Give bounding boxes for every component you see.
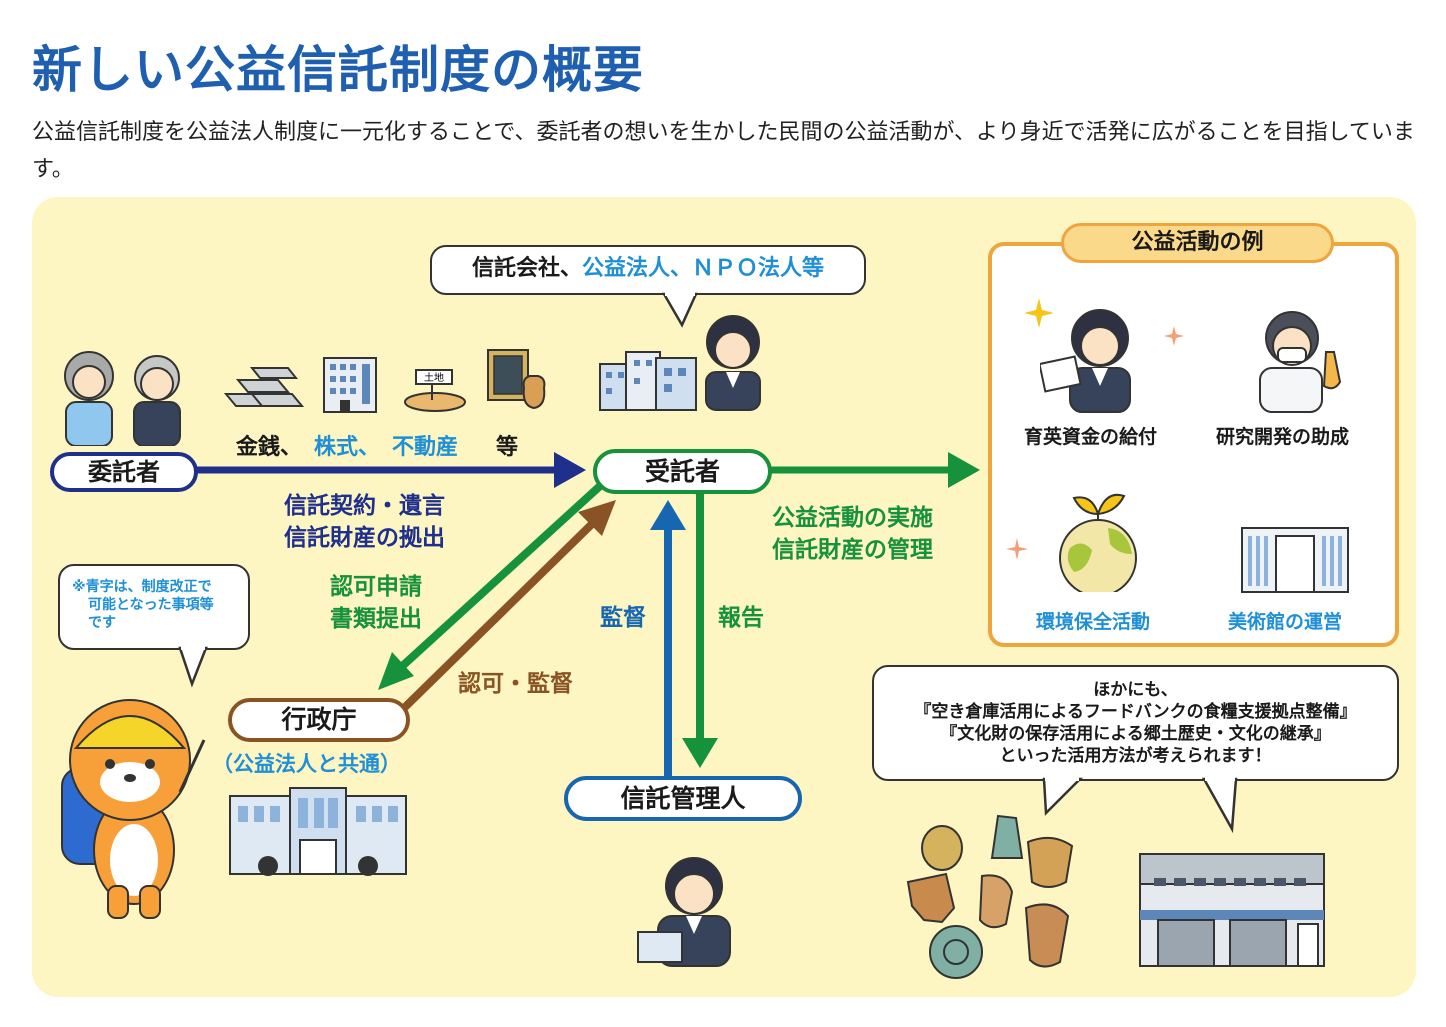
supervise-label: 監督 — [600, 605, 646, 631]
other-line-2: 『空き倉庫活用によるフードバンクの食糧支援拠点整備』 — [914, 702, 1357, 722]
other-line-1: ほかにも、 — [1093, 680, 1178, 700]
agency-node: 行政庁 — [228, 698, 410, 742]
trustee-bubble-part3: ＮＰＯ法人等 — [692, 256, 825, 281]
note-bubble: ※青字は、制度改正で 可能となった事項等 です — [58, 564, 250, 650]
trustee-bubble-part2: 公益法人、 — [581, 256, 692, 281]
globe-sprout-icon — [1059, 493, 1137, 592]
approve-label: 認可・監督 — [458, 671, 573, 697]
asset-realestate: 不動産 — [392, 435, 459, 460]
sparkle-pink-icon — [1006, 538, 1028, 560]
apply-label-2: 書類提出 — [330, 606, 422, 632]
note-bubble-tail — [178, 646, 208, 688]
elderly-couple-illustration — [64, 351, 181, 446]
agency-note: （公益法人と共通） — [212, 752, 401, 776]
example-scholarship: 育英資金の給付 — [1024, 426, 1158, 448]
apply-arrow — [378, 483, 603, 690]
report-label: 報告 — [718, 605, 764, 631]
contract-arrow — [196, 452, 586, 488]
contract-label-1: 信託契約・遺言 — [284, 493, 445, 519]
trustee-node: 受託者 — [593, 449, 772, 494]
sparkle-icon — [1024, 298, 1054, 328]
contract-label-2: 信託財産の拠出 — [284, 525, 445, 551]
other-line-4: といった活用方法が考えられます！ — [999, 746, 1272, 766]
tiger-mascot-illustration — [61, 699, 206, 919]
lead-text: 公益信託制度を公益法人制度に一元化することで、委託者の想いを生かした民間の公益活… — [32, 120, 1415, 182]
land-icon: 土地 — [404, 369, 466, 412]
approve-arrow — [399, 500, 616, 713]
museum-icon — [1241, 527, 1349, 593]
other-bubble-tail-right — [1201, 777, 1238, 833]
supervise-arrow — [650, 500, 686, 780]
report-arrow — [682, 492, 718, 768]
apply-label-1: 認可申請 — [330, 574, 422, 600]
settlor-label: 委託者 — [88, 458, 160, 486]
note-line-1: ※青字は、制度改正で — [72, 579, 212, 595]
activity-label-2: 信託財産の管理 — [772, 537, 933, 563]
trustee-label: 受託者 — [644, 457, 720, 486]
land-sign-text: 土地 — [424, 371, 444, 384]
example-environment: 環境保全活動 — [1036, 611, 1151, 633]
examples-title: 公益活動の例 — [1061, 223, 1334, 263]
asset-etc: 等 — [496, 435, 519, 460]
example-research: 研究開発の助成 — [1216, 426, 1350, 448]
agency-label: 行政庁 — [281, 705, 357, 734]
other-line-3: 『文化財の保存活用による郷土歴史・文化の継承』 — [940, 724, 1331, 744]
researcher-illustration — [1259, 311, 1342, 413]
administrator-illustration — [637, 857, 731, 967]
trustee-illustration — [599, 315, 761, 411]
asset-money: 金銭、 — [236, 435, 303, 460]
asset-stock: 株式、 — [314, 435, 381, 460]
warehouse-icon — [1139, 853, 1325, 967]
activity-label-1: 公益活動の実施 — [772, 505, 933, 531]
settlor-node: 委託者 — [50, 452, 198, 492]
note-line-2: 可能となった事項等 — [88, 597, 214, 613]
trustee-bubble-part1: 信託会社、 — [471, 256, 582, 281]
cultural-artifacts-illustration — [906, 814, 1074, 979]
art-icon — [487, 349, 546, 410]
page-title: 新しい公益信託制度の概要 — [32, 41, 644, 99]
gold-bars-icon — [223, 367, 305, 407]
sparkle-small-icon — [1164, 326, 1184, 346]
administrator-label: 信託管理人 — [620, 784, 746, 813]
office-building-icon — [323, 357, 377, 413]
student-illustration — [1040, 309, 1131, 413]
other-bubble-tail-left — [1042, 777, 1084, 816]
administrator-node: 信託管理人 — [564, 776, 802, 821]
trustee-bubble-tail — [662, 292, 698, 328]
example-museum: 美術館の運営 — [1228, 611, 1343, 633]
other-examples-bubble: ほかにも、 『空き倉庫活用によるフードバンクの食糧支援拠点整備』 『文化財の保存… — [872, 665, 1399, 781]
trustee-bubble: 信託会社、公益法人、ＮＰＯ法人等 — [430, 245, 866, 295]
government-building-icon — [229, 787, 407, 876]
activity-arrow — [770, 452, 980, 488]
note-line-3: です — [88, 615, 116, 631]
